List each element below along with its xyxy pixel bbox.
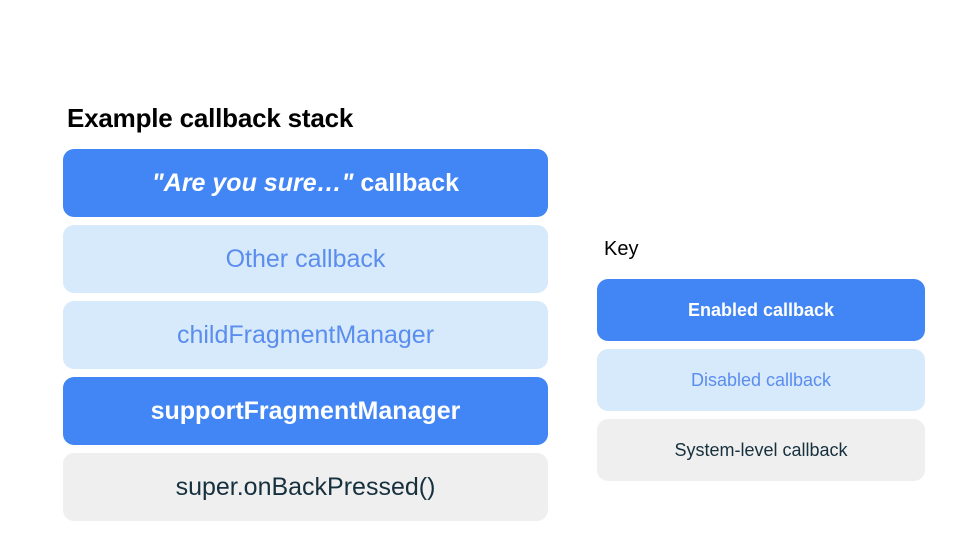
key-item-label: System-level callback bbox=[674, 440, 848, 460]
page-title: Example callback stack bbox=[67, 103, 354, 133]
key-item-label: Enabled callback bbox=[687, 300, 835, 320]
key-item-enabled-callback[interactable]: Enabled callback bbox=[597, 279, 925, 341]
stack-row-super-onbackpressed[interactable]: super.onBackPressed() bbox=[63, 453, 548, 521]
key-item-disabled-callback[interactable]: Disabled callback bbox=[597, 349, 925, 411]
stack-row-childfragmentmanager[interactable]: childFragmentManager bbox=[63, 301, 548, 369]
key-item-system-level-callback[interactable]: System-level callback bbox=[597, 419, 925, 481]
key-title: Key bbox=[604, 238, 639, 260]
stack-row-label: super.onBackPressed() bbox=[175, 473, 436, 501]
stack-row-label: childFragmentManager bbox=[176, 321, 435, 349]
stack-row-label: supportFragmentManager bbox=[150, 397, 461, 425]
stack-row-supportfragmentmanager[interactable]: supportFragmentManager bbox=[63, 377, 548, 445]
stack-row-label: "Are you sure…" callback bbox=[152, 168, 459, 198]
key-section: Key Enabled callback Disabled callback S… bbox=[597, 236, 925, 489]
stack-row-are-you-sure[interactable]: "Are you sure…" callback bbox=[63, 149, 548, 217]
stack-row-label: Other callback bbox=[225, 245, 386, 273]
stack-row-other-callback[interactable]: Other callback bbox=[63, 225, 548, 293]
key-item-label: Disabled callback bbox=[690, 370, 832, 390]
callback-stack-section: Example callback stack "Are you sure…" c… bbox=[63, 102, 548, 529]
stack-row-label-plain: callback bbox=[353, 169, 460, 197]
stack-row-label-quoted: "Are you sure…" bbox=[151, 169, 354, 197]
